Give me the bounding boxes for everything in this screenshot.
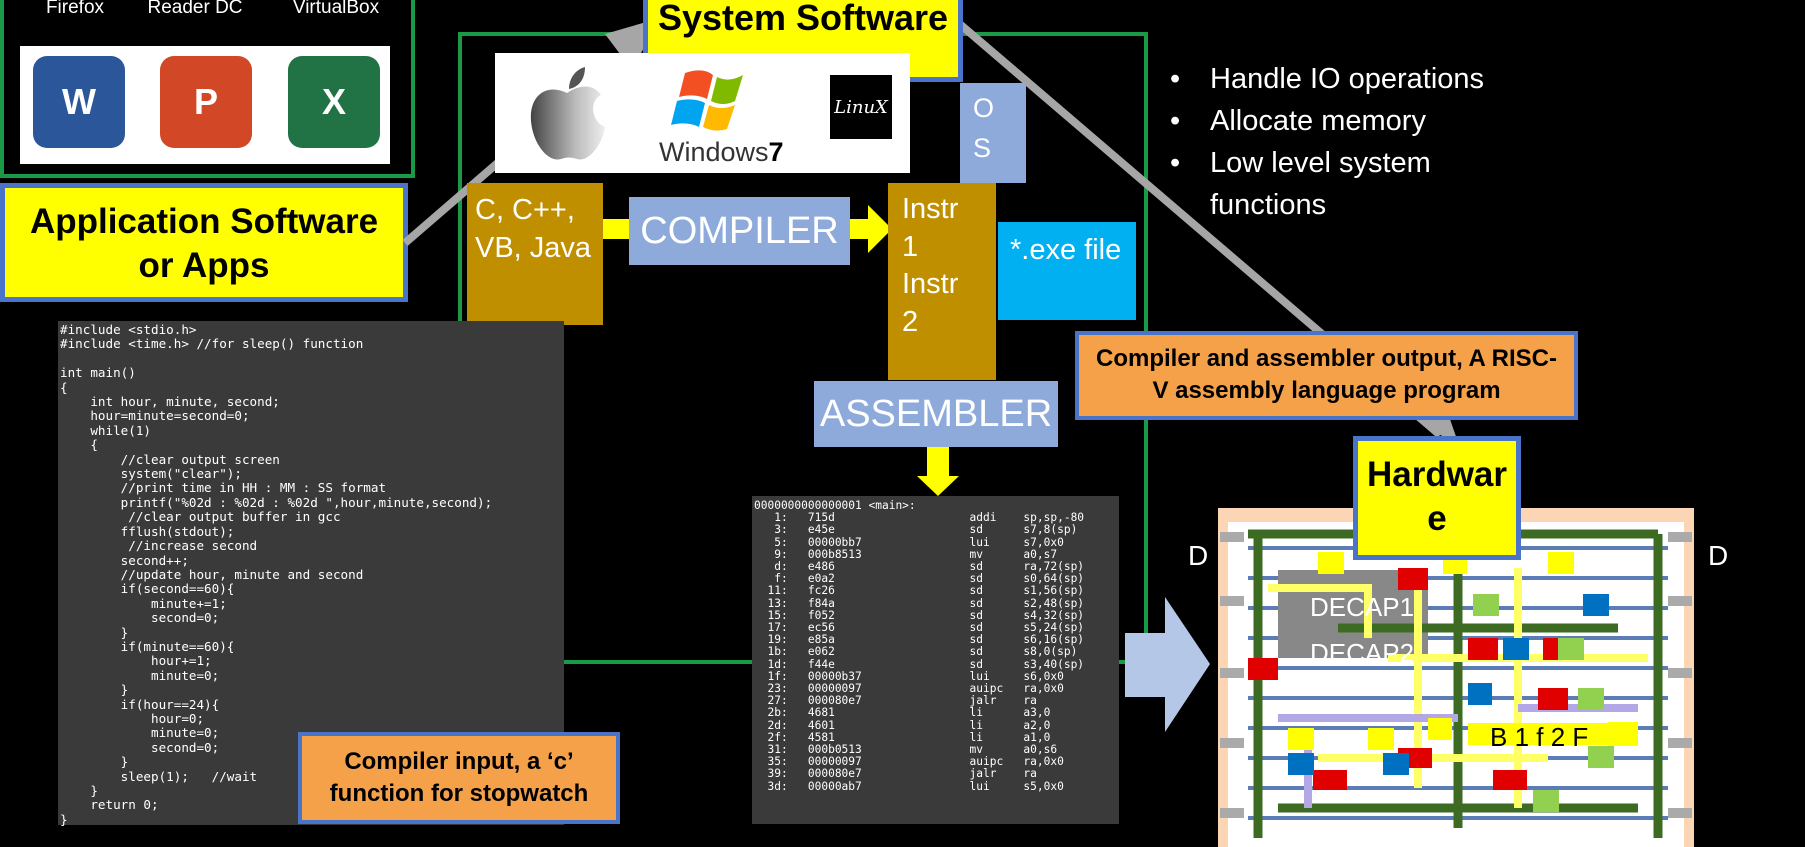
os-label: O S bbox=[960, 83, 1026, 183]
windows-logo-icon bbox=[655, 65, 765, 135]
decap1-label: DECAP1 bbox=[1310, 592, 1415, 622]
assembler-to-asm-arrowhead bbox=[917, 476, 959, 496]
virtualbox-label: VirtualBox bbox=[292, 0, 380, 18]
reader-dc-label: Reader DC bbox=[147, 0, 243, 18]
languages-box: C, C++, VB, Java bbox=[467, 183, 603, 325]
left-pin-label: D bbox=[1188, 540, 1209, 571]
chip-layout: DECAP1 DECAP2 B 1 f 2 F bbox=[1218, 508, 1694, 847]
apps-frame bbox=[0, 0, 415, 178]
bullet-item: •Allocate memory bbox=[1170, 105, 1426, 137]
word-icon[interactable]: W bbox=[33, 56, 125, 148]
assembler-box: ASSEMBLER bbox=[814, 381, 1058, 447]
office-apps-tile: W P X bbox=[20, 46, 390, 164]
assembler-to-asm-arrow-shaft bbox=[927, 447, 949, 477]
os-logos-strip: Windows7 LinuX bbox=[495, 53, 910, 173]
right-pin-label: D bbox=[1708, 540, 1729, 571]
linux-logo-icon: LinuX bbox=[830, 75, 892, 139]
to-hardware-arrow bbox=[1125, 597, 1210, 732]
c-input-callout: Compiler input, a ‘c’ function for stopw… bbox=[298, 732, 620, 824]
compiler-box: COMPILER bbox=[629, 197, 850, 265]
instructions-box: Instr 1 Instr 2 bbox=[888, 183, 996, 380]
firefox-label: Firefox bbox=[45, 0, 105, 18]
lang-to-compiler-arrow bbox=[603, 219, 629, 239]
bullet-item: •Handle IO operations bbox=[1170, 63, 1485, 95]
decap2-label: DECAP2 bbox=[1310, 638, 1415, 668]
assembly-output-callout: Compiler and assembler output, A RISC-V … bbox=[1075, 331, 1578, 420]
hardware-label: Hardware bbox=[1353, 436, 1521, 560]
cell-row-label: B 1 f 2 F bbox=[1490, 722, 1589, 752]
windows-wordmark: Windows7 bbox=[659, 137, 784, 167]
assembly-listing: 0000000000000001 <main>: 1: 715d addi sp… bbox=[752, 496, 1119, 824]
compiler-to-instr-arrow-shaft bbox=[850, 219, 870, 239]
powerpoint-icon[interactable]: P bbox=[160, 56, 252, 148]
exe-file-box: *.exe file bbox=[998, 222, 1136, 320]
bullet-item: •Low level system functions bbox=[1170, 147, 1431, 221]
apple-logo-icon bbox=[530, 67, 605, 160]
excel-icon[interactable]: X bbox=[288, 56, 380, 148]
os-functions-list: •Handle IO operations •Allocate memory •… bbox=[1170, 58, 1590, 226]
compiler-to-instr-arrowhead bbox=[868, 205, 892, 253]
chip-layout-drawing bbox=[1220, 529, 1692, 838]
